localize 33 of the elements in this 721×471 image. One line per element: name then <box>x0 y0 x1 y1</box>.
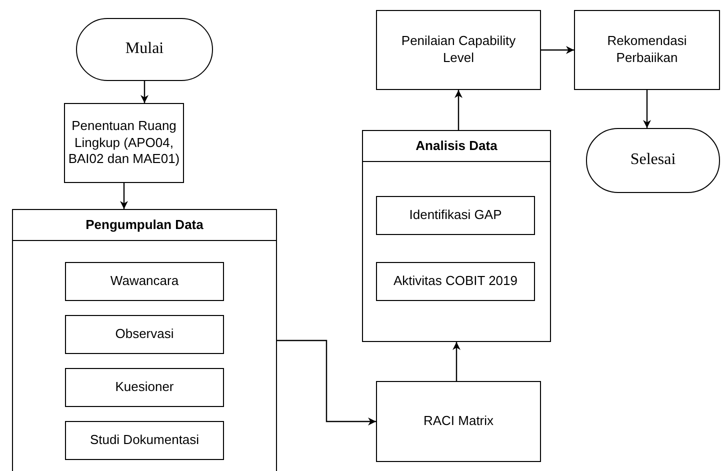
process-box <box>65 315 224 354</box>
arrow <box>452 342 460 381</box>
arrow <box>541 46 574 54</box>
node-label: Penilaian Capability Level <box>400 33 517 67</box>
node-label: Wawancara <box>109 273 180 290</box>
node-label: Observasi <box>114 326 175 343</box>
arrow <box>277 340 376 426</box>
node-label: Identifikasi GAP <box>408 207 503 224</box>
node-label: Penentuan Ruang Lingkup (APO04, BAI02 dan MAE01) <box>67 118 181 168</box>
process-box <box>65 262 224 301</box>
node-label: Selesai <box>629 150 677 170</box>
node-label: Aktivitas COBIT 2019 <box>392 273 519 290</box>
process-box <box>64 103 184 183</box>
node-label: Kuesioner <box>114 379 175 396</box>
node-label: Rekomendasi Perbaiikan <box>606 33 688 67</box>
arrow <box>120 183 128 209</box>
container-heading: Analisis Data <box>363 131 550 162</box>
arrow <box>140 81 148 103</box>
process-box <box>574 10 720 90</box>
arrow <box>454 90 462 130</box>
process-box <box>376 196 535 235</box>
process-box <box>376 10 541 90</box>
process-box <box>65 368 224 407</box>
group-container <box>362 130 551 342</box>
process-box <box>376 381 541 462</box>
container-heading: Pengumpulan Data <box>13 210 276 241</box>
process-box <box>65 421 224 460</box>
node-label: Mulai <box>124 39 165 60</box>
arrow <box>643 90 651 128</box>
node-label: RACI Matrix <box>422 413 495 430</box>
group-container <box>12 209 277 471</box>
process-box <box>376 262 535 301</box>
node-label: Studi Dokumentasi <box>88 432 200 449</box>
